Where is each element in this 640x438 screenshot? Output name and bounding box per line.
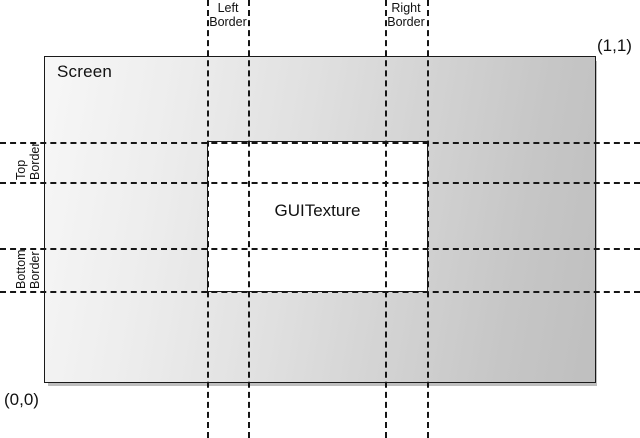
guide-line-horizontal-top-border-inner (0, 182, 640, 184)
bottom-border-label-line1: Bottom (14, 249, 28, 289)
corner-label-top-right: (1,1) (597, 36, 632, 55)
guide-line-vertical-left-border-outer (248, 0, 250, 438)
bottom-border-label-line2: Border (28, 251, 42, 289)
guitexture-label: GUITexture (274, 201, 361, 220)
right-border-label-line2: Border (387, 15, 425, 29)
top-border-label-line1: Top (14, 159, 28, 180)
guide-line-vertical-right-border-inner (385, 0, 387, 438)
guide-line-horizontal-top-border-outer (0, 142, 640, 144)
top-border-label-line2: Border (28, 142, 42, 180)
screen-label: Screen (57, 62, 113, 81)
guide-line-horizontal-bottom-border-inner (0, 248, 640, 250)
left-border-label-line2: Border (209, 15, 247, 29)
guide-line-vertical-right-border-outer (427, 0, 429, 438)
guide-line-horizontal-bottom-border-outer (0, 291, 640, 293)
left-border-label-line1: Left (217, 1, 239, 15)
guide-line-vertical-left-border-inner (207, 0, 209, 438)
right-border-label-line1: Right (391, 1, 421, 15)
corner-label-bottom-left: (0,0) (4, 390, 39, 409)
